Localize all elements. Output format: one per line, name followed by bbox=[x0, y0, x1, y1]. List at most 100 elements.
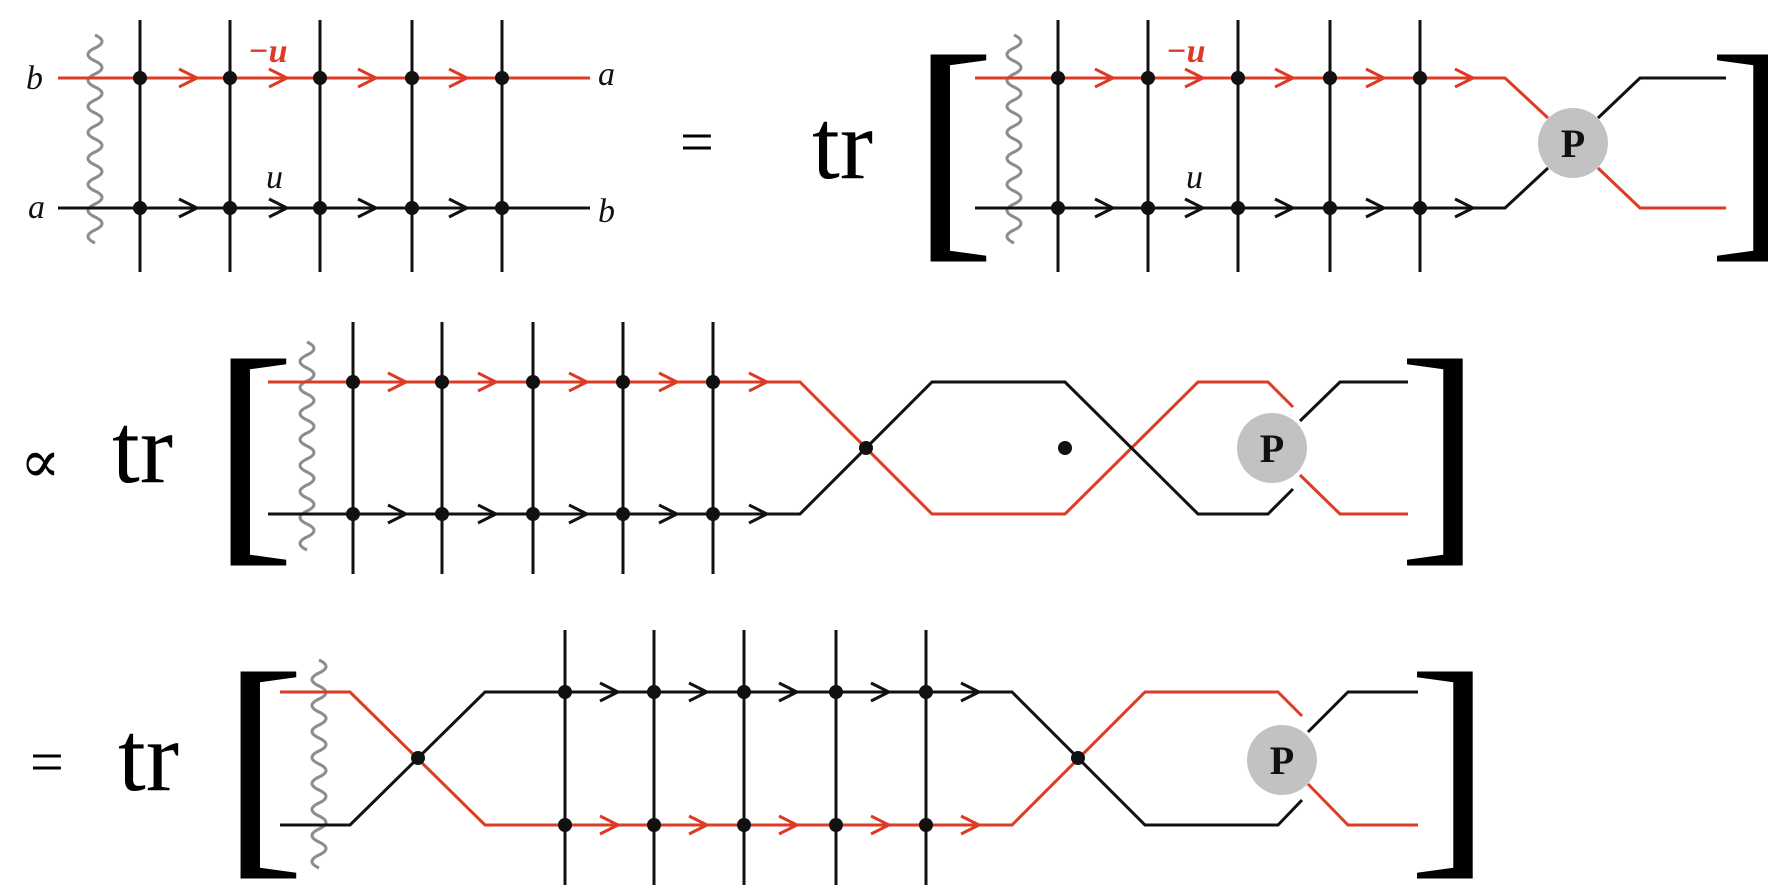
vertex-dot bbox=[829, 685, 843, 699]
vertex-dot bbox=[346, 507, 360, 521]
spectral-label-top: −u bbox=[248, 33, 288, 70]
arrow-head bbox=[778, 814, 801, 836]
red-line bbox=[268, 380, 1295, 516]
vertex-dot bbox=[706, 507, 720, 521]
black-arrows bbox=[178, 197, 471, 219]
black-vertex-dots bbox=[346, 507, 720, 521]
vertex-dot bbox=[405, 71, 419, 85]
black-line bbox=[268, 380, 1295, 516]
black-vertex-dots bbox=[133, 201, 509, 215]
vertex-dot bbox=[558, 685, 572, 699]
bracket-close: ] bbox=[1708, 6, 1768, 283]
wavy-cut-line bbox=[1005, 33, 1023, 245]
arrow-head bbox=[1274, 197, 1297, 219]
arrow-head bbox=[1094, 197, 1117, 219]
vertical-lines bbox=[138, 20, 504, 272]
arrow-head bbox=[688, 681, 711, 703]
bracket-open: [ bbox=[222, 623, 305, 896]
vertex-dot bbox=[737, 818, 751, 832]
trace-symbol: tr bbox=[118, 701, 179, 812]
arrow-head bbox=[568, 503, 591, 525]
red-arrows bbox=[178, 67, 471, 89]
wavy-cut-line bbox=[86, 33, 104, 245]
row3-diagram: P bbox=[280, 630, 1418, 885]
arrow-head bbox=[960, 681, 983, 703]
vertex-dot bbox=[919, 685, 933, 699]
vertex-dot bbox=[223, 71, 237, 85]
arrow-head bbox=[1094, 67, 1117, 89]
vertical-lines bbox=[563, 630, 928, 885]
arrow-head bbox=[178, 67, 201, 89]
arrow-head bbox=[778, 681, 801, 703]
vertex-dot bbox=[223, 201, 237, 215]
arrow-head bbox=[387, 503, 410, 525]
red-line-exit bbox=[1596, 166, 1726, 210]
vertex-dot bbox=[1323, 71, 1337, 85]
vertex-dot bbox=[133, 71, 147, 85]
vertical-lines bbox=[1056, 20, 1422, 272]
red-line bbox=[280, 690, 1304, 827]
arrow-head bbox=[1274, 67, 1297, 89]
projector-node bbox=[1247, 725, 1317, 795]
vertex-dot bbox=[616, 375, 630, 389]
vertex-dot bbox=[737, 685, 751, 699]
label-top-left: b bbox=[26, 60, 43, 97]
crossing-vertex bbox=[1071, 751, 1085, 765]
vertex-dot bbox=[919, 818, 933, 832]
vertex-dot bbox=[1413, 201, 1427, 215]
red-arrows bbox=[387, 371, 771, 393]
arrow-head bbox=[748, 371, 771, 393]
arrow-head bbox=[448, 197, 471, 219]
rhs-diagram: −u u P bbox=[975, 20, 1726, 272]
crossing-vertex bbox=[411, 751, 425, 765]
arrow-head bbox=[960, 814, 983, 836]
bracket-open: [ bbox=[912, 6, 995, 283]
red-line-exit bbox=[1306, 782, 1418, 827]
vertex-dot bbox=[435, 507, 449, 521]
vertex-dot bbox=[558, 818, 572, 832]
vertex-dot bbox=[1141, 201, 1155, 215]
arrow-head bbox=[1365, 67, 1388, 89]
crossing-vertex bbox=[859, 441, 873, 455]
label-bottom-right: b bbox=[598, 193, 615, 230]
bracket-close: ] bbox=[1398, 310, 1481, 587]
spectral-label-bottom: u bbox=[266, 159, 283, 196]
black-line-exit bbox=[1306, 690, 1418, 734]
arrow-head bbox=[1184, 197, 1207, 219]
trace-symbol: tr bbox=[112, 393, 173, 504]
vertex-dot bbox=[405, 201, 419, 215]
vertex-dot bbox=[313, 71, 327, 85]
vertex-dot bbox=[1051, 71, 1065, 85]
row2: ∝ tr [ P ] bbox=[20, 310, 1481, 587]
trace-symbol: tr bbox=[812, 89, 873, 200]
vertex-dot bbox=[133, 201, 147, 215]
arrow-head bbox=[1365, 197, 1388, 219]
red-line-exit bbox=[1298, 473, 1408, 516]
projector-node bbox=[1237, 413, 1307, 483]
vertex-dot bbox=[829, 818, 843, 832]
vertex-dot bbox=[1141, 71, 1155, 85]
red-vertex-dots bbox=[558, 818, 933, 832]
projector-label: P bbox=[1270, 738, 1294, 783]
vertex-dot bbox=[495, 71, 509, 85]
spectral-label-bottom: u bbox=[1186, 159, 1203, 196]
projector-label: P bbox=[1260, 426, 1284, 471]
arrow-head bbox=[658, 371, 681, 393]
vertex-dot bbox=[526, 375, 540, 389]
arrow-head bbox=[1454, 197, 1477, 219]
spectral-label-top: −u bbox=[1166, 33, 1206, 70]
arrow-head bbox=[268, 67, 291, 89]
arrow-head bbox=[268, 197, 291, 219]
arrow-head bbox=[748, 503, 771, 525]
row1: b a a b −u u = tr [ −u u P ] bbox=[26, 6, 1768, 283]
arrow-head bbox=[870, 681, 893, 703]
vertex-dot bbox=[346, 375, 360, 389]
black-line-exit bbox=[1596, 76, 1726, 120]
vertex-dot bbox=[647, 818, 661, 832]
red-arrows bbox=[1094, 67, 1477, 89]
arrow-head bbox=[870, 814, 893, 836]
vertex-dot bbox=[1051, 201, 1065, 215]
arrow-head bbox=[1184, 67, 1207, 89]
equals-sign: = bbox=[680, 109, 714, 175]
